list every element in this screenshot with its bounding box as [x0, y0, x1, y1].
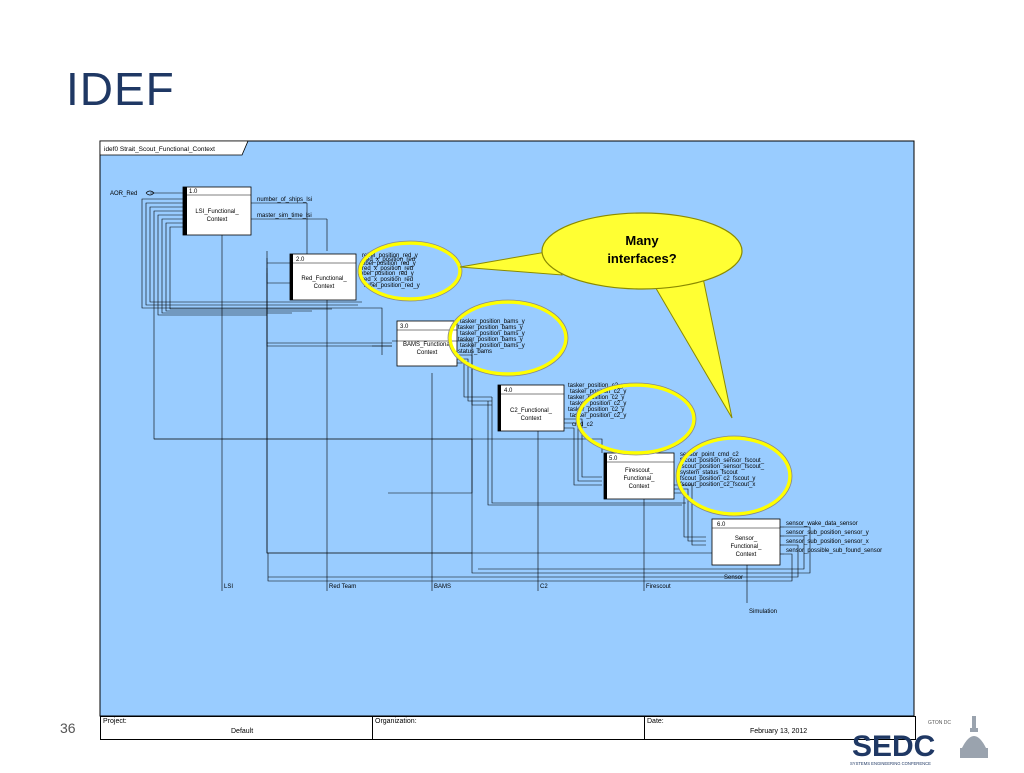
box-2-label-line2: Context	[314, 284, 335, 290]
svg-text:sensor_sub_position_sensor_x: sensor_sub_position_sensor_x	[786, 539, 869, 545]
external-input-label: AOR_Red	[110, 191, 137, 197]
svg-text:fscout_position_c2_fscout_x: fscout_position_c2_fscout_x	[680, 482, 755, 488]
conference-logo: GTON DC SEDC SYSTEMS ENGINEERING CONFERE…	[846, 694, 1024, 768]
svg-text:fscout_position_sensor_fscout_: fscout_position_sensor_fscout_	[680, 458, 765, 464]
firescout-outputs: sensor_point_cmd_c2 fscout_position_sens…	[680, 452, 765, 488]
box-6-label-line2: Functional_	[730, 544, 762, 550]
svg-text:rebel_position_red_y: rebel_position_red_y	[360, 261, 416, 267]
callout-line-1: Many	[625, 233, 659, 248]
function-box-3[interactable]: 3.0 BAMS_Functional Context	[396, 320, 458, 367]
svg-text:Simulation: Simulation	[749, 609, 777, 615]
box-2-label-line1: Red_Functional_	[301, 276, 347, 282]
svg-text:Sensor: Sensor	[724, 575, 743, 581]
svg-text:rebel_position_red_y: rebel_position_red_y	[362, 253, 418, 259]
svg-text:rebel_position_red_y: rebel_position_red_y	[364, 283, 420, 289]
svg-text:sensor_wake_data_sensor: sensor_wake_data_sensor	[786, 521, 858, 527]
bams-outputs-cluster: tasker_position_bams_y tasker_position_b…	[458, 319, 525, 355]
box-4-number: 4.0	[504, 388, 513, 394]
svg-text:tasker_position_c2_y: tasker_position_c2_y	[568, 395, 624, 401]
svg-text:tasker_position_c2_y: tasker_position_c2_y	[570, 401, 626, 407]
svg-text:C2: C2	[540, 584, 548, 590]
function-box-4[interactable]: 4.0 C2_Functional_ Context	[497, 384, 565, 432]
svg-text:tasker_position_c2_y: tasker_position_c2_y	[568, 383, 624, 389]
svg-text:tasker_position_c2_y: tasker_position_c2_y	[570, 413, 626, 419]
capitol-dome-icon	[960, 716, 988, 758]
svg-text:fscout_position_c2_fscout_y: fscout_position_c2_fscout_y	[680, 476, 755, 482]
svg-text:red_x_position_red: red_x_position_red	[362, 266, 413, 272]
lsi-output-1: number_of_ships_lsi	[257, 197, 312, 203]
svg-text:sensor_possible_sub_found_sens: sensor_possible_sub_found_sensor	[786, 548, 882, 554]
box-1-number: 1.0	[189, 189, 198, 195]
callout-bubble: Many interfaces?	[459, 212, 743, 419]
box-5-label-line1: Firescout_	[625, 468, 654, 474]
svg-text:tasker_position_bams_y: tasker_position_bams_y	[460, 319, 525, 325]
svg-text:tasker_position_c2_y: tasker_position_c2_y	[568, 407, 624, 413]
svg-text:sensor_sub_position_sensor_y: sensor_sub_position_sensor_y	[786, 530, 869, 536]
box-4-label-line1: C2_Functional_	[510, 408, 553, 414]
diagram-tab	[99, 140, 249, 156]
diagram-tab-label: idef0 Strait_Scout_Functional_Context	[104, 146, 215, 153]
function-box-1[interactable]: 1.0 LSI_Functional_ Context	[182, 186, 252, 236]
svg-text:tasker_position_bams_y: tasker_position_bams_y	[460, 343, 525, 349]
idef0-diagram-canvas: idef0 Strait_Scout_Functional_Context AO…	[99, 140, 915, 717]
box-5-label-line2: Functional_	[623, 476, 655, 482]
logo-main-text: SEDC	[852, 730, 935, 763]
diagram-footer: Project: Default Organization: Date: Feb…	[100, 716, 916, 740]
svg-text:red_x_position_red: red_x_position_red	[364, 257, 415, 263]
footer-organization: Organization:	[373, 717, 645, 739]
page-number: 36	[60, 720, 76, 736]
svg-text:tasker_position_bams_y: tasker_position_bams_y	[460, 331, 525, 337]
logo-partial-text: GTON DC	[928, 720, 951, 726]
svg-text:BAMS: BAMS	[434, 584, 451, 590]
svg-text:Red Team: Red Team	[329, 584, 356, 590]
box-3-label-line2: Context	[417, 350, 438, 356]
red-outputs-cluster: rebel_position_red_y red_x_position_red …	[358, 253, 420, 289]
box-4-label-line2: Context	[521, 416, 542, 422]
function-box-2[interactable]: 2.0 Red_Functional_ Context	[289, 253, 357, 301]
svg-text:red_x_position_red: red_x_position_red	[362, 277, 413, 283]
svg-text:Firescout: Firescout	[646, 584, 671, 590]
svg-text:system_status_fscout: system_status_fscout	[680, 470, 738, 476]
sensor-outputs: sensor_wake_data_sensor sensor_sub_posit…	[786, 521, 882, 554]
footer-project: Project: Default	[101, 717, 373, 739]
box-2-number: 2.0	[296, 257, 305, 263]
svg-text:sensor_point_cmd_c2: sensor_point_cmd_c2	[680, 452, 739, 458]
idef0-diagram: idef0 Strait_Scout_Functional_Context AO…	[92, 133, 922, 743]
box-3-label-line1: BAMS_Functional	[403, 342, 451, 348]
svg-text:tasker_position_bams_y: tasker_position_bams_y	[458, 325, 523, 331]
box-6-number: 6.0	[717, 522, 726, 528]
highlight-ellipses	[358, 241, 792, 516]
footer-date: Date: February 13, 2012	[647, 718, 808, 735]
box-1-label-line2: Context	[207, 217, 228, 223]
svg-text:fscout_position_sensor_fscout_: fscout_position_sensor_fscout_	[680, 464, 765, 470]
box-3-number: 3.0	[400, 324, 409, 330]
box-1-label-line1: LSI_Functional_	[195, 209, 239, 215]
slide-title: IDEF	[66, 63, 175, 115]
lsi-output-2: master_sim_time_lsi	[257, 213, 312, 219]
box-6-label-line1: Sensor_	[735, 536, 758, 542]
logo-tagline: SYSTEMS ENGINEERING CONFERENCE	[850, 761, 931, 766]
box-6-label-line3: Context	[736, 552, 757, 558]
svg-text:rebel_position_red_y: rebel_position_red_y	[358, 271, 414, 277]
function-box-5[interactable]: 5.0 Firescout_ Functional_ Context	[603, 452, 675, 500]
svg-text:status_bams: status_bams	[458, 349, 492, 355]
box-5-label-line3: Context	[629, 484, 650, 490]
svg-text:LSI: LSI	[224, 584, 233, 590]
function-box-6[interactable]: 6.0 Sensor_ Functional_ Context	[711, 518, 781, 566]
svg-text:tasker_position_bams_y: tasker_position_bams_y	[458, 337, 523, 343]
mechanism-labels: LSI Red Team BAMS C2 Firescout Sensor Si…	[224, 575, 777, 615]
callout-line-2: interfaces?	[607, 251, 676, 266]
svg-text:cmd_c2: cmd_c2	[572, 422, 594, 428]
box-5-number: 5.0	[609, 456, 618, 462]
